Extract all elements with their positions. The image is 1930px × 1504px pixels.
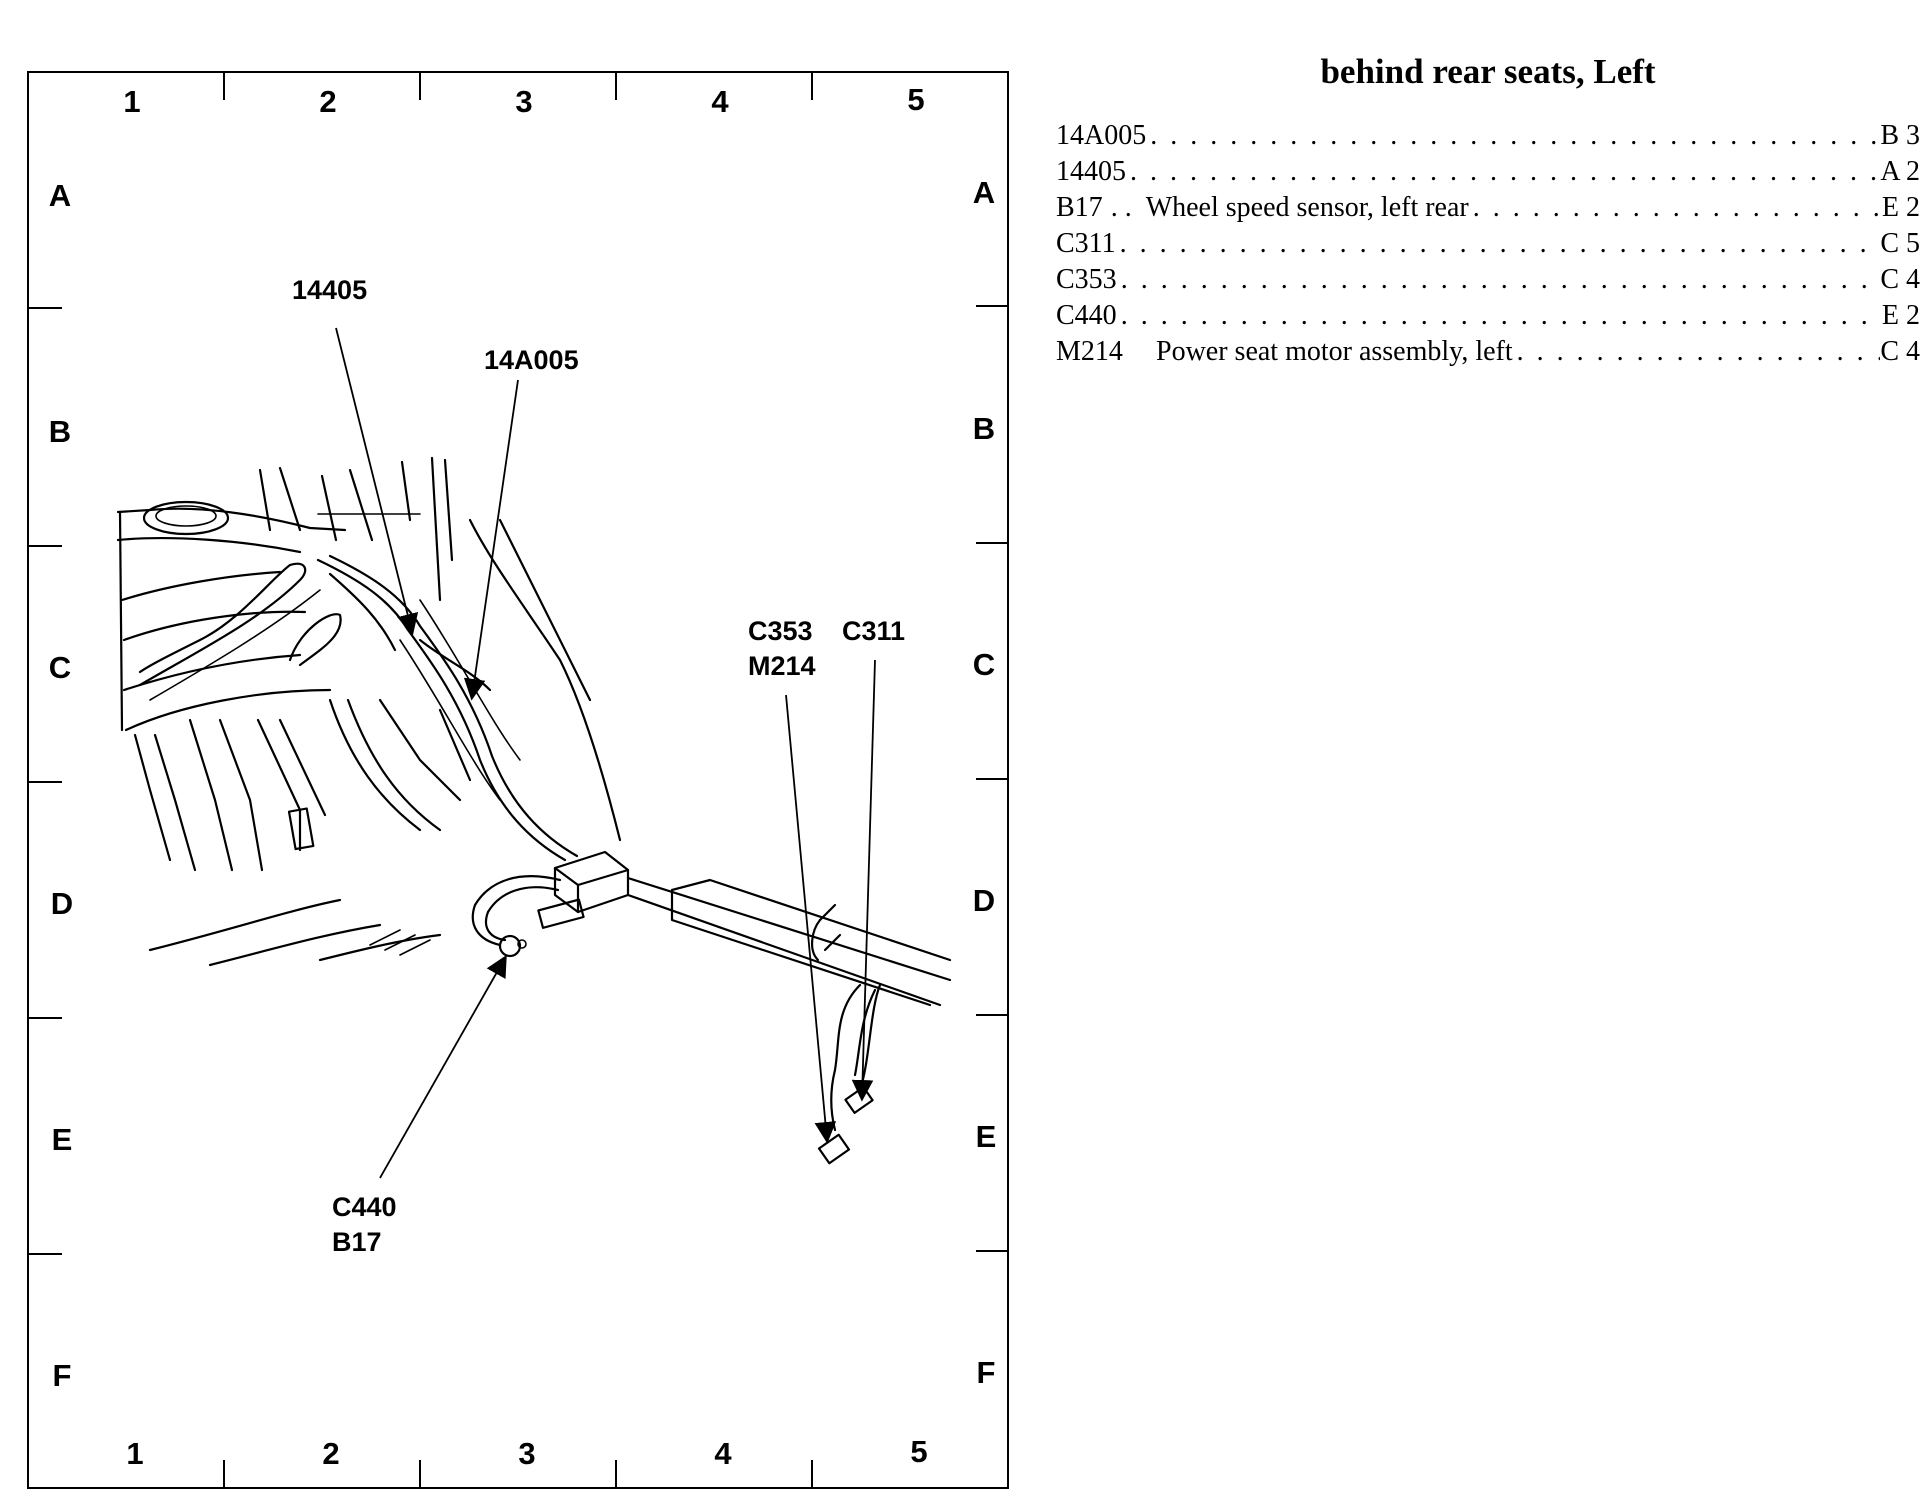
col-label-top-1: 1 — [123, 84, 140, 119]
row-label-right-e: E — [976, 1119, 997, 1154]
index-row: C311 C 5 — [1056, 226, 1920, 262]
col-label-bottom-3: 3 — [518, 1436, 535, 1471]
index-dot-leader — [1117, 298, 1882, 334]
row-label-right-c: C — [973, 647, 995, 682]
component-index-panel: behind rear seats, Left 14A005 B 3 14405… — [1056, 52, 1920, 370]
col-label-bottom-4: 4 — [714, 1436, 732, 1471]
index-description: . . Wheel speed sensor, left rear — [1110, 192, 1469, 223]
index-code: B17 — [1056, 192, 1103, 223]
wiring-harness — [316, 554, 952, 1165]
callout-b17: B17 — [332, 1227, 382, 1257]
index-location: C 4 — [1880, 264, 1920, 295]
row-label-right-f: F — [977, 1355, 996, 1390]
index-dot-leader — [1126, 154, 1880, 190]
index-code: C353 — [1056, 264, 1117, 295]
row-label-right-a: A — [973, 175, 995, 210]
index-row: 14405 A 2 — [1056, 154, 1920, 190]
row-ticks — [28, 305, 1008, 1255]
index-location: E 2 — [1881, 300, 1920, 331]
index-location: C 4 — [1880, 336, 1920, 367]
callout-14405: 14405 — [292, 275, 367, 305]
index-code: 14405 — [1056, 156, 1126, 187]
index-row: C440 E 2 — [1056, 298, 1920, 334]
row-label-right-d: D — [973, 883, 995, 918]
index-location: C 5 — [1880, 228, 1920, 259]
index-code: M214 — [1056, 336, 1123, 367]
row-label-left-d: D — [51, 886, 73, 921]
index-location: B 3 — [1880, 120, 1920, 151]
index-code: C311 — [1056, 228, 1116, 259]
index-code: 14A005 — [1056, 120, 1147, 151]
leader-c440-b17 — [379, 954, 507, 1179]
index-dot-leader — [1513, 334, 1881, 370]
index-row: C353 C 4 — [1056, 262, 1920, 298]
leader-14a005 — [463, 379, 519, 701]
index-location: E 2 — [1881, 192, 1920, 223]
index-dot-leader — [1116, 226, 1881, 262]
index-row: M214 Power seat motor assembly, left C 4 — [1056, 334, 1920, 370]
index-row: 14A005 B 3 — [1056, 118, 1920, 154]
row-label-right-b: B — [973, 411, 995, 446]
leader-c353-m214 — [785, 694, 837, 1144]
callout-c353: C353 — [748, 616, 813, 646]
bottom-column-ticks — [223, 1460, 813, 1488]
callout-m214: M214 — [748, 651, 816, 681]
component-index-list: 14A005 B 3 14405 A 2 B17 . . Wheel speed… — [1056, 118, 1920, 370]
diagram-frame — [27, 71, 1009, 1489]
leader-14405 — [335, 327, 419, 636]
index-description: Power seat motor assembly, left — [1156, 336, 1513, 367]
index-dot-leader — [1146, 118, 1880, 154]
col-label-bottom-1: 1 — [126, 1436, 143, 1471]
index-dot-leader — [1469, 190, 1882, 226]
col-label-top-2: 2 — [319, 84, 336, 119]
index-dot-leader — [1117, 262, 1881, 298]
index-row: B17 . . Wheel speed sensor, left rear E … — [1056, 190, 1920, 226]
col-label-top-4: 4 — [711, 84, 729, 119]
top-column-ticks — [223, 72, 813, 100]
index-location: A 2 — [1880, 156, 1920, 187]
row-label-left-a: A — [49, 178, 71, 213]
leader-c311 — [851, 659, 876, 1102]
row-label-left-e: E — [52, 1122, 73, 1157]
index-description-text: Wheel speed sensor, left rear — [1145, 192, 1469, 223]
row-label-left-b: B — [49, 414, 71, 449]
row-label-left-c: C — [49, 650, 71, 685]
col-label-bottom-2: 2 — [322, 1436, 339, 1471]
index-title: behind rear seats, Left — [1320, 52, 1656, 91]
col-label-bottom-5: 5 — [910, 1434, 927, 1469]
callout-c440: C440 — [332, 1192, 397, 1222]
row-label-left-f: F — [53, 1358, 72, 1393]
callout-14a005: 14A005 — [484, 345, 579, 375]
col-label-top-3: 3 — [515, 84, 532, 119]
callout-c311: C311 — [842, 616, 905, 646]
vehicle-body-drawing — [116, 456, 622, 967]
col-label-top-5: 5 — [907, 82, 924, 117]
locator-diagram: 1 2 3 4 5 1 2 3 4 5 A B C D E F A B C D … — [27, 71, 1009, 1489]
index-code: C440 — [1056, 300, 1117, 331]
